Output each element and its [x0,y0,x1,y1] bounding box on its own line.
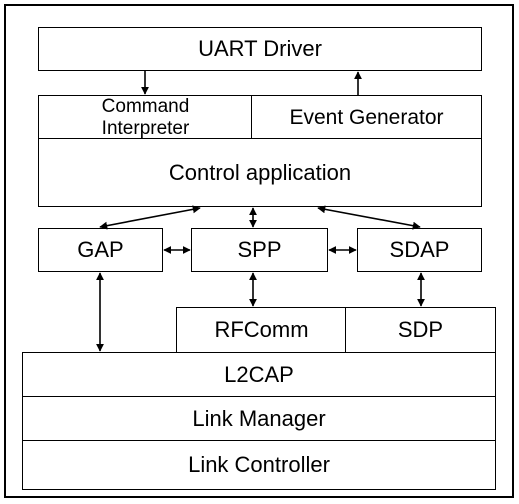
link-controller-box: Link Controller [22,440,496,490]
command-interpreter-line2: Interpreter [102,118,190,140]
control-application-box: Control application [38,138,482,207]
spp-label: SPP [237,237,281,263]
event-generator-label: Event Generator [289,106,443,130]
uart-driver-label: UART Driver [198,36,322,62]
rfcomm-box: RFComm [176,307,347,353]
rfcomm-label: RFComm [214,317,308,343]
control-application-label: Control application [169,160,351,186]
event-generator-box: Event Generator [251,95,482,140]
command-interpreter-box: Command Interpreter [38,95,253,140]
sdp-box: SDP [345,307,496,353]
l2cap-label: L2CAP [224,362,294,388]
gap-label: GAP [77,237,123,263]
command-interpreter-line1: Command [102,96,190,118]
sdap-box: SDAP [357,228,482,272]
spp-box: SPP [191,228,328,272]
uart-driver-box: UART Driver [38,27,482,71]
link-manager-box: Link Manager [22,396,496,442]
link-controller-label: Link Controller [188,452,330,478]
gap-box: GAP [38,228,163,272]
sdap-label: SDAP [390,237,450,263]
l2cap-box: L2CAP [22,352,496,398]
link-manager-label: Link Manager [192,406,325,432]
sdp-label: SDP [398,317,443,343]
